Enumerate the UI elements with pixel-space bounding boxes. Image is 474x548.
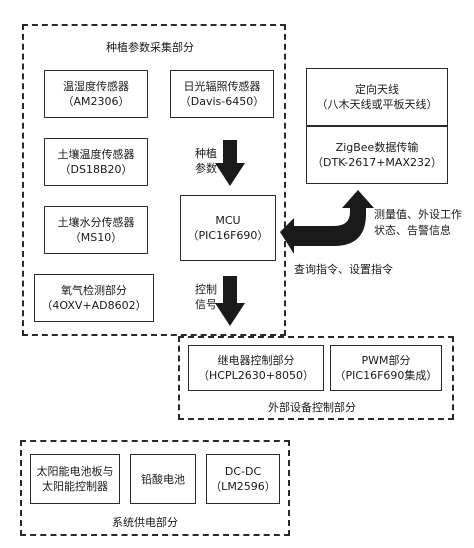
sensing-group-title: 种植参数采集部分	[106, 41, 194, 54]
zigbee-box: ZigBee数据传输 （DTK-2617+MAX232）	[306, 126, 448, 184]
power-module-line1: 太阳能电池板与	[36, 465, 114, 478]
sensor-name: 土壤温度传感器	[57, 148, 135, 161]
relay-name: 继电器控制部分	[217, 354, 295, 367]
dc-dc-box: DC-DC （LM2596）	[206, 454, 280, 504]
antenna-name: 定向天线	[355, 83, 399, 96]
sensor-temp-humidity: 温湿度传感器 （AM2306）	[44, 70, 148, 118]
external-control-group-title: 外部设备控制部分	[268, 401, 356, 414]
sensor-soil-moisture: 土壤水分传感器 （MS10）	[44, 206, 148, 254]
zigbee-mcu-curved-arrow	[280, 190, 374, 254]
solar-panel-box: 太阳能电池板与 太阳能控制器	[30, 454, 120, 504]
power-group	[20, 440, 290, 536]
antenna-model: （八木天线或平板天线）	[316, 98, 438, 111]
uplink-label-line1: 测量值、外设工作	[374, 208, 462, 221]
power-module-line1: DC-DC	[224, 465, 262, 478]
sensing-group	[22, 24, 286, 336]
power-module-line2: （LM2596）	[210, 480, 276, 493]
sensor-solar-radiation: 日光辐照传感器 （Davis-6450）	[170, 70, 274, 118]
zigbee-name: ZigBee数据传输	[335, 141, 419, 154]
mcu-name: MCU	[215, 214, 241, 227]
power-group-title: 系统供电部分	[112, 516, 178, 529]
external-control-group	[178, 336, 454, 420]
params-label: 种植参数	[195, 147, 217, 175]
control-signal-label: 控制信号	[195, 283, 217, 311]
relay-model: （HCPL2630+8050）	[198, 369, 314, 382]
sensor-model: （MS10）	[69, 231, 123, 244]
sensor-model: （DS18B20）	[59, 163, 133, 176]
sensor-model: （Davis-6450）	[179, 95, 265, 108]
sensor-soil-temperature: 土壤温度传感器 （DS18B20）	[44, 138, 148, 186]
mcu-box: MCU （PIC16F690）	[180, 195, 276, 261]
pwm-name: PWM部分	[361, 354, 411, 367]
downlink-label: 查询指令、设置指令	[294, 263, 393, 276]
sensor-name: 氧气检测部分	[61, 284, 127, 297]
pwm-box: PWM部分 （PIC16F690集成）	[330, 345, 442, 391]
sensor-name: 土壤水分传感器	[57, 216, 135, 229]
params-down-arrow	[215, 140, 245, 186]
power-module-line2: 太阳能控制器	[42, 480, 108, 493]
sensor-model: （4OXV+AD8602）	[41, 299, 147, 312]
relay-box: 继电器控制部分 （HCPL2630+8050）	[188, 345, 324, 391]
sensor-oxygen: 氧气检测部分 （4OXV+AD8602）	[34, 274, 154, 322]
zigbee-model: （DTK-2617+MAX232）	[312, 156, 442, 169]
sensor-name: 温湿度传感器	[63, 80, 129, 93]
sensor-model: （AM2306）	[62, 95, 130, 108]
power-module-line1: 铅酸电池	[141, 472, 185, 486]
control-down-arrow	[215, 276, 245, 326]
mcu-model: （PIC16F690）	[187, 229, 269, 242]
lead-acid-battery-box: 铅酸电池	[130, 454, 196, 504]
uplink-label-line2: 状态、告警信息	[374, 224, 451, 237]
antenna-box: 定向天线 （八木天线或平板天线）	[306, 68, 448, 126]
sensor-name: 日光辐照传感器	[183, 80, 261, 93]
pwm-model: （PIC16F690集成）	[334, 369, 438, 382]
